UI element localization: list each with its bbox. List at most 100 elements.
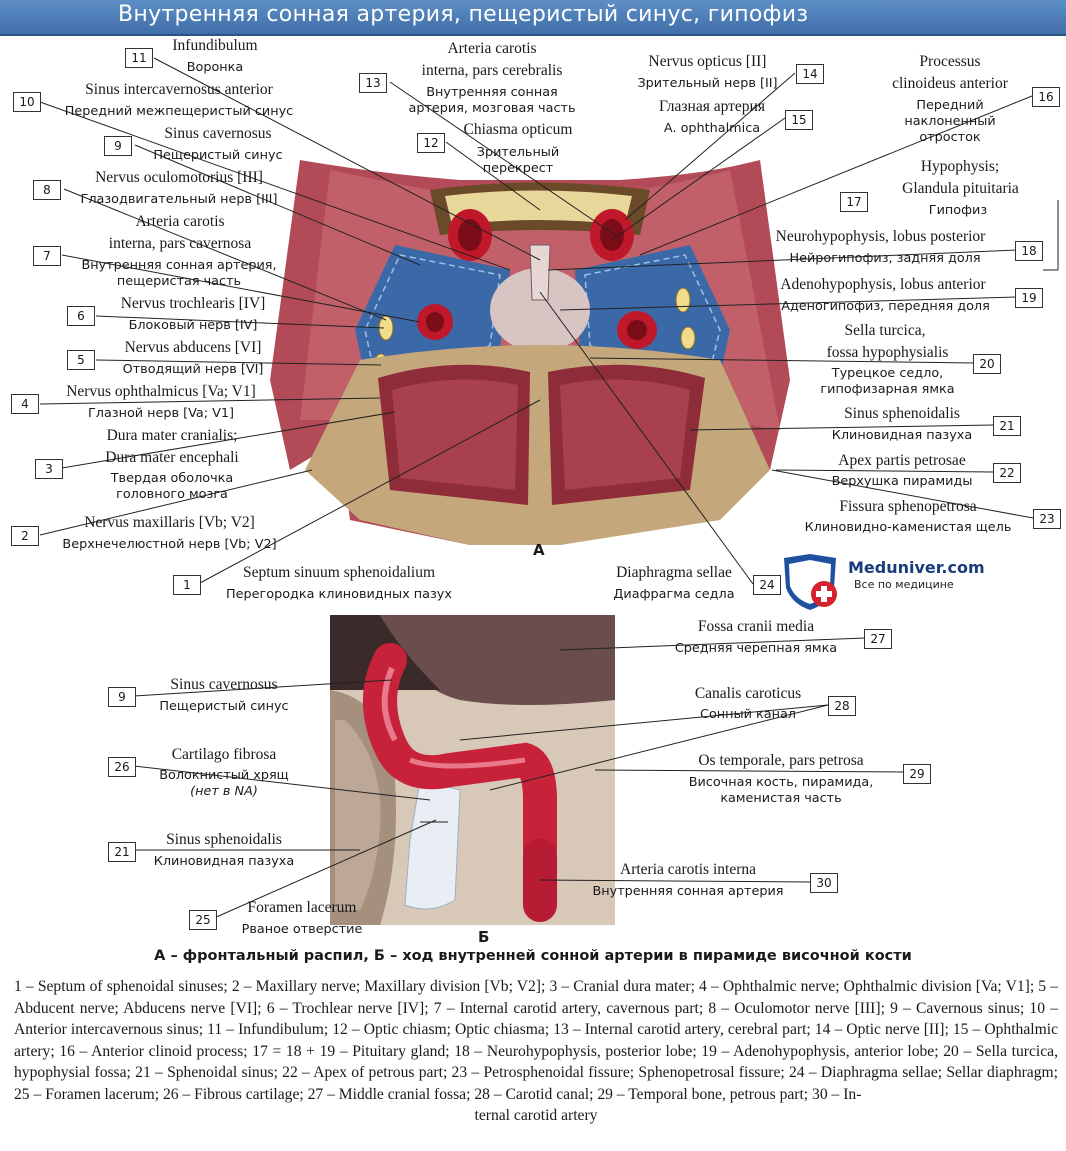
- label-russian: Зрительный нерв [II]: [637, 76, 778, 91]
- label-latin: Sinus intercavernosus anterior: [85, 81, 273, 98]
- label-latin: Sinus sphenoidalis: [844, 405, 960, 422]
- label-russian: перекрест: [482, 161, 554, 176]
- label-latin: Sinus cavernosus: [164, 125, 272, 142]
- label-latin: Infundibulum: [172, 37, 258, 54]
- label-russian: Отводящий нерв [VI]: [122, 362, 264, 377]
- label-latin: Foramen lacerum: [247, 899, 357, 916]
- section-a-illustration: [270, 160, 790, 545]
- label-number: 7: [33, 246, 61, 266]
- label-russian: Волокнистый хрящ: [159, 768, 289, 783]
- label-number: 11: [125, 48, 153, 68]
- label-number: 9: [108, 687, 136, 707]
- label-latin: Fissura sphenopetrosa: [839, 498, 977, 515]
- label-russian: Клиновидная пазуха: [153, 854, 295, 869]
- logo-name: Meduniver.com: [848, 558, 985, 577]
- figure-caption: А – фронтальный распил, Б – ход внутренн…: [154, 948, 912, 964]
- label-number: 5: [67, 350, 95, 370]
- label-number: 1: [173, 575, 201, 595]
- label-russian: Перегородка клиновидных пазух: [226, 587, 452, 602]
- label-latin: Fossa cranii media: [697, 618, 815, 635]
- label-latin: Septum sinuum sphenoidalium: [242, 564, 436, 581]
- label-russian: Глазодвигательный нерв [III]: [80, 192, 278, 207]
- title-bar: Внутренняя сонная артерия, пещеристый си…: [0, 0, 1066, 36]
- label-russian: пещеристая часть: [116, 274, 242, 289]
- label-russian: Рваное отверстие: [241, 922, 363, 937]
- legend-last-line: ternal carotid artery: [474, 1107, 598, 1124]
- label-latin: Arteria carotis interna: [620, 861, 756, 878]
- label-latin: Глазная артерия: [659, 98, 765, 115]
- label-russian: Верхнечелюстной нерв [Vb; V2]: [62, 537, 277, 552]
- label-number: 12: [417, 133, 445, 153]
- label-russian: Пещеристый синус: [153, 148, 283, 163]
- label-russian: Внутренняя сонная артерия: [592, 884, 784, 899]
- label-russian: Зрительный: [476, 145, 560, 160]
- label-russian: Блоковый нерв [IV]: [128, 318, 258, 333]
- panel-b-letter: Б: [478, 928, 490, 946]
- label-latin: interna, pars cavernosa: [108, 235, 252, 252]
- page-title: Внутренняя сонная артерия, пещеристый си…: [118, 2, 809, 27]
- label-latin: Apex partis petrosae: [838, 452, 966, 469]
- label-latin: Nervus oculomotorius [III]: [95, 169, 263, 186]
- label-russian: Гипофиз: [928, 203, 988, 218]
- label-russian: (нет в NA): [190, 784, 258, 799]
- label-russian: A. ophthalmica: [663, 121, 761, 136]
- label-russian: Передний: [916, 98, 984, 113]
- label-russian: Воронка: [186, 60, 244, 75]
- label-number: 8: [33, 180, 61, 200]
- section-b-illustration: [330, 615, 615, 925]
- label-number: 10: [13, 92, 41, 112]
- label-latin: interna, pars cerebralis: [421, 62, 563, 79]
- label-latin: Os temporale, pars petrosa: [698, 752, 864, 769]
- label-latin: Canalis caroticus: [694, 685, 802, 702]
- label-latin: Diaphragma sellae: [616, 564, 732, 581]
- label-number: 13: [359, 73, 387, 93]
- label-russian: отросток: [919, 130, 981, 145]
- label-number: 4: [11, 394, 39, 414]
- label-number: 17: [840, 192, 868, 212]
- label-latin: Dura mater cranialis;: [106, 427, 238, 444]
- label-latin: Nervus trochlearis [IV]: [120, 295, 266, 312]
- label-latin: fossa hypophysialis: [826, 344, 949, 361]
- label-latin: Nervus maxillaris [Vb; V2]: [84, 514, 255, 531]
- label-latin: Sinus sphenoidalis: [166, 831, 282, 848]
- label-number: 9: [104, 136, 132, 156]
- label-russian: Внутренняя сонная: [426, 85, 558, 100]
- label-latin: Adenohypophysis, lobus anterior: [780, 276, 986, 293]
- label-latin: Sinus cavernosus: [170, 676, 278, 693]
- label-number: 27: [864, 629, 892, 649]
- meduniver-logo[interactable]: Meduniver.com Все по медицине: [780, 552, 1060, 612]
- label-latin: Neurohypophysis, lobus posterior: [775, 228, 986, 245]
- label-latin: Arteria carotis: [135, 213, 225, 230]
- label-russian: наклоненный: [904, 114, 996, 129]
- label-latin: Nervus opticus [II]: [648, 53, 767, 70]
- label-russian: Диафрагма седла: [613, 587, 735, 602]
- leader-lines: [39, 57, 1059, 919]
- label-russian: Височная кость, пирамида,: [688, 775, 874, 790]
- label-latin: Hypophysis;: [920, 158, 1000, 175]
- label-latin: clinoideus anterior: [892, 75, 1008, 92]
- label-russian: головного мозга: [116, 487, 228, 502]
- label-latin: Glandula pituitaria: [902, 180, 1019, 197]
- label-number: 3: [35, 459, 63, 479]
- label-number: 25: [189, 910, 217, 930]
- label-russian: Верхушка пирамиды: [831, 474, 973, 489]
- label-russian: Внутренняя сонная артерия,: [81, 258, 277, 273]
- label-number: 30: [810, 873, 838, 893]
- label-number: 14: [796, 64, 824, 84]
- label-russian: Клиновидно-каменистая щель: [804, 520, 1012, 535]
- label-russian: Средняя черепная ямка: [674, 641, 838, 656]
- label-number: 2: [11, 526, 39, 546]
- label-number: 20: [973, 354, 1001, 374]
- label-latin: Sella turcica,: [844, 322, 926, 339]
- label-russian: Сонный канал: [700, 707, 796, 722]
- label-latin: Processus: [919, 53, 981, 70]
- label-number: 29: [903, 764, 931, 784]
- shield-icon: [784, 554, 837, 610]
- label-russian: Пещеристый синус: [159, 699, 289, 714]
- label-russian: Клиновидная пазуха: [831, 428, 973, 443]
- label-latin: Arteria carotis: [447, 40, 537, 57]
- label-number: 22: [993, 463, 1021, 483]
- label-russian: гипофизарная ямка: [820, 382, 955, 397]
- label-latin: Dura mater encephali: [105, 449, 239, 466]
- label-latin: Nervus ophthalmicus [Va; V1]: [66, 383, 256, 400]
